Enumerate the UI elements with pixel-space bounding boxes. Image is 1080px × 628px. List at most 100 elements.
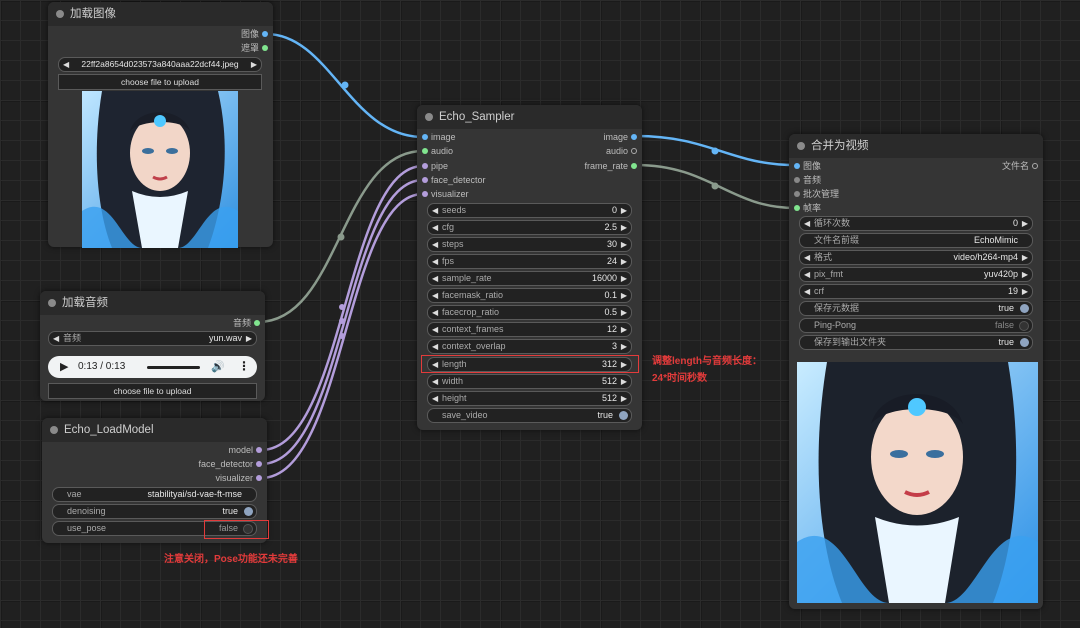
pin-icon[interactable] <box>422 148 428 154</box>
output-slot-filename[interactable]: 文件名 <box>1002 159 1043 173</box>
image-file-select[interactable]: ◀ 22ff2a8654d023573a840aaa22dcf44.jpeg ▶ <box>58 57 262 72</box>
arrow-left-icon[interactable]: ◀ <box>432 206 439 215</box>
output-slot-audio[interactable]: 音频 <box>233 316 265 330</box>
more-options-icon[interactable]: ⋮ <box>238 359 250 373</box>
pin-icon[interactable] <box>794 205 800 211</box>
pin-icon[interactable] <box>631 134 637 140</box>
arrow-left-icon[interactable]: ◀ <box>432 291 439 300</box>
pin-icon[interactable] <box>256 447 262 453</box>
node-title[interactable]: Echo_Sampler <box>417 105 642 129</box>
toggle-knob-icon[interactable] <box>244 507 253 516</box>
arrow-left-icon[interactable]: ◀ <box>432 325 439 334</box>
arrow-left-icon[interactable]: ◀ <box>63 60 70 69</box>
output-slot-audio[interactable]: audio <box>606 144 642 158</box>
output-slot-mask[interactable]: 遮罩 <box>241 41 273 55</box>
toggle-knob-icon[interactable] <box>619 411 628 420</box>
audio-player[interactable]: ▶ 0:13 / 0:13 🔊 ⋮ <box>48 356 257 378</box>
pin-icon[interactable] <box>794 191 800 197</box>
pin-icon[interactable] <box>422 191 428 197</box>
node-title[interactable]: 加载音频 <box>40 291 265 315</box>
arrow-right-icon[interactable]: ▶ <box>1021 270 1028 279</box>
toggle-knob-icon[interactable] <box>1019 321 1029 331</box>
pin-icon[interactable] <box>256 475 262 481</box>
arrow-left-icon[interactable]: ◀ <box>804 270 811 279</box>
arrow-right-icon[interactable]: ▶ <box>620 308 627 317</box>
output-slot-face-detector[interactable]: face_detector <box>198 457 267 471</box>
arrow-left-icon[interactable]: ◀ <box>432 240 439 249</box>
audio-file-select[interactable]: ◀ 音频 yun.wav ▶ <box>48 331 257 346</box>
load-audio-node[interactable]: 加载音频 音频 ◀ 音频 yun.wav ▶ ▶ 0:13 / 0:13 🔊 ⋮… <box>40 291 265 401</box>
pin-icon[interactable] <box>256 461 262 467</box>
pin-icon[interactable] <box>631 148 637 154</box>
arrow-right-icon[interactable]: ▶ <box>620 377 627 386</box>
input-slot-visualizer[interactable]: visualizer <box>417 187 469 201</box>
arrow-left-icon[interactable]: ◀ <box>432 394 439 403</box>
input-slot-batch-manager[interactable]: 批次管理 <box>789 187 839 201</box>
output-slot-image[interactable]: 图像 <box>241 27 273 41</box>
input-slot-audio[interactable]: 音频 <box>789 173 821 187</box>
input-slot-image[interactable]: 图像 <box>789 159 821 173</box>
volume-icon[interactable]: 🔊 <box>211 361 225 373</box>
arrow-left-icon[interactable]: ◀ <box>432 308 439 317</box>
arrow-right-icon[interactable]: ▶ <box>620 274 627 283</box>
collapse-dot-icon[interactable] <box>797 142 805 150</box>
arrow-right-icon[interactable]: ▶ <box>620 223 627 232</box>
arrow-right-icon[interactable]: ▶ <box>620 394 627 403</box>
input-slot-pipe[interactable]: pipe <box>417 159 448 173</box>
output-slot-model[interactable]: model <box>228 443 267 457</box>
choose-file-button[interactable]: choose file to upload <box>58 74 262 90</box>
arrow-left-icon[interactable]: ◀ <box>432 342 439 351</box>
audio-progress-bar[interactable] <box>147 366 200 369</box>
collapse-dot-icon[interactable] <box>50 426 58 434</box>
arrow-right-icon[interactable]: ▶ <box>1021 287 1028 296</box>
node-title[interactable]: 合并为视频 <box>789 134 1043 158</box>
pin-icon[interactable] <box>422 177 428 183</box>
input-slot-frame-rate[interactable]: 帧率 <box>789 201 821 215</box>
output-slot-visualizer[interactable]: visualizer <box>215 471 267 485</box>
pin-icon[interactable] <box>422 134 428 140</box>
arrow-left-icon[interactable]: ◀ <box>804 253 811 262</box>
vae-field[interactable]: vae stabilityai/sd-vae-ft-mse <box>52 487 257 502</box>
input-slot-audio[interactable]: audio <box>417 144 453 158</box>
arrow-left-icon[interactable]: ◀ <box>432 257 439 266</box>
arrow-right-icon[interactable]: ▶ <box>1021 219 1028 228</box>
arrow-right-icon[interactable]: ▶ <box>620 360 627 369</box>
pin-icon[interactable] <box>1032 163 1038 169</box>
use-pose-toggle[interactable]: use_pose false <box>52 521 257 536</box>
collapse-dot-icon[interactable] <box>425 113 433 121</box>
node-title[interactable]: Echo_LoadModel <box>42 418 267 442</box>
pin-icon[interactable] <box>254 320 260 326</box>
arrow-left-icon[interactable]: ◀ <box>804 219 811 228</box>
collapse-dot-icon[interactable] <box>48 299 56 307</box>
arrow-left-icon[interactable]: ◀ <box>53 334 60 343</box>
arrow-right-icon[interactable]: ▶ <box>620 291 627 300</box>
arrow-right-icon[interactable]: ▶ <box>620 325 627 334</box>
play-icon[interactable]: ▶ <box>60 361 69 373</box>
echo-loadmodel-node[interactable]: Echo_LoadModel model face_detector visua… <box>42 418 267 543</box>
toggle-knob-icon[interactable] <box>1020 338 1029 347</box>
choose-file-button[interactable]: choose file to upload <box>48 383 257 399</box>
pin-icon[interactable] <box>631 163 637 169</box>
pin-icon[interactable] <box>794 177 800 183</box>
denoising-toggle[interactable]: denoising true <box>52 504 257 519</box>
load-image-node[interactable]: 加载图像 图像 遮罩 ◀ 22ff2a8654d023573a840aaa22d… <box>48 2 273 248</box>
arrow-right-icon[interactable]: ▶ <box>620 206 627 215</box>
arrow-left-icon[interactable]: ◀ <box>804 287 811 296</box>
pin-icon[interactable] <box>422 163 428 169</box>
toggle-knob-icon[interactable] <box>1020 304 1029 313</box>
